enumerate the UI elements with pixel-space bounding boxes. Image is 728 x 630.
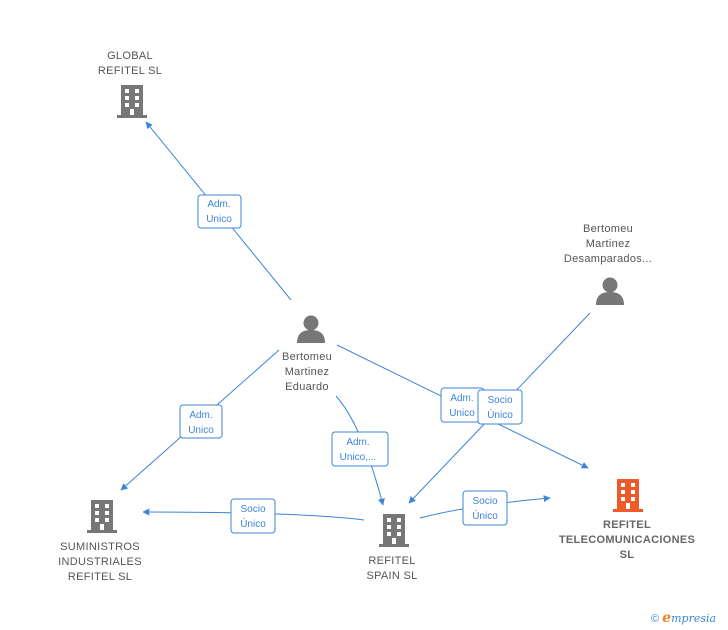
edge-label-1[interactable]: Adm. Unico	[197, 194, 242, 229]
edge-label-3[interactable]: Adm. Unico,...	[331, 431, 389, 467]
edge-spain-suministros	[142, 508, 365, 521]
person-icon	[297, 315, 325, 343]
node-eduardo-line3: Eduardo	[285, 381, 329, 393]
node-suministros-line2: INDUSTRIALES	[58, 556, 142, 568]
edge-label-1-line1: Adm.	[207, 199, 230, 210]
edge-label-2-line1: Adm.	[189, 410, 212, 421]
node-desamparados-line2: Martinez	[586, 238, 631, 250]
edge-label-6-line1: Socio	[240, 504, 265, 515]
brand-logo-rest: mpresia	[671, 612, 717, 625]
node-bertomeu-eduardo[interactable]: Bertomeu Martinez Eduardo	[282, 315, 332, 394]
node-refitel-telecom[interactable]: REFITEL TELECOMUNICACIONES SL	[559, 479, 695, 561]
node-global-refitel[interactable]: GLOBAL REFITEL SL	[98, 50, 162, 118]
node-eduardo-line2: Martinez	[285, 366, 330, 378]
node-suministros[interactable]: SUMINISTROS INDUSTRIALES REFITEL SL	[58, 500, 142, 583]
node-spain-line2: SPAIN SL	[366, 570, 417, 582]
node-suministros-line1: SUMINISTROS	[60, 541, 140, 553]
edge-label-2-line2: Unico	[188, 425, 214, 436]
node-telecom-line3: SL	[620, 549, 635, 561]
node-global-refitel-line1: GLOBAL	[107, 50, 153, 62]
edge-label-2[interactable]: Adm. Unico	[179, 404, 223, 439]
node-telecom-line1: REFITEL	[603, 519, 651, 531]
edge-label-3-line2: Unico,...	[340, 452, 377, 463]
edge-label-7-line1: Socio	[472, 496, 497, 507]
node-telecom-line2: TELECOMUNICACIONES	[559, 534, 695, 546]
edge-label-5[interactable]: Socio Único	[477, 389, 523, 425]
edge-label-5-line2: Único	[487, 408, 513, 421]
edge-label-5-line1: Socio	[487, 395, 512, 406]
edge-label-6[interactable]: Socio Único	[230, 498, 276, 534]
node-bertomeu-desamparados[interactable]: Bertomeu Martinez Desamparados...	[564, 223, 652, 305]
node-refitel-spain[interactable]: REFITEL SPAIN SL	[366, 514, 417, 582]
edge-label-6-line2: Único	[240, 517, 266, 530]
building-icon	[379, 514, 409, 547]
node-global-refitel-line2: REFITEL SL	[98, 65, 162, 77]
edge-label-3-line1: Adm.	[346, 437, 369, 448]
node-suministros-line3: REFITEL SL	[68, 571, 132, 583]
building-icon	[613, 479, 643, 512]
copyright-symbol: ©	[651, 613, 660, 625]
brand-footer: © empresia	[651, 610, 716, 626]
edge-label-1-line2: Unico	[206, 214, 232, 225]
edge-label-7[interactable]: Socio Único	[462, 490, 508, 526]
node-spain-line1: REFITEL	[368, 555, 415, 567]
brand-logo-e: e	[662, 610, 672, 626]
building-icon	[117, 85, 147, 118]
node-desamparados-line3: Desamparados...	[564, 253, 652, 265]
edge-label-7-line2: Único	[472, 509, 498, 522]
person-icon	[596, 277, 624, 305]
node-desamparados-line1: Bertomeu	[583, 223, 633, 235]
building-icon	[87, 500, 117, 533]
node-eduardo-line1: Bertomeu	[282, 351, 332, 363]
edge-label-4-line1: Adm.	[450, 393, 473, 404]
edge-label-4-line2: Unico	[449, 408, 475, 419]
